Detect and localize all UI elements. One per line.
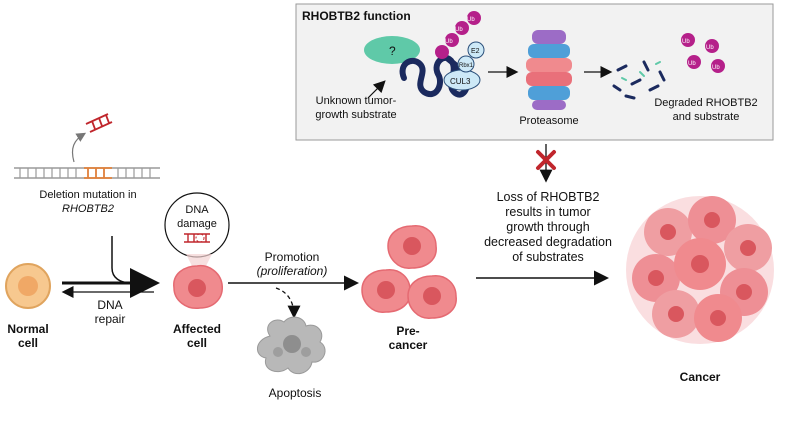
deleted-dna-fragment — [85, 113, 113, 133]
ub-label: Ub — [682, 39, 690, 45]
ub-label: Ub — [706, 45, 714, 51]
ub-label: Ub — [445, 39, 453, 45]
normal-cell-label: Normal cell — [7, 322, 49, 350]
cancer-label: Cancer — [679, 370, 721, 384]
panel-title: RHOBTB2 function — [302, 9, 411, 23]
ub-label: Ub — [467, 17, 475, 23]
pre-cancer-label: Pre- cancer — [388, 324, 428, 352]
normal-cell-nucleus — [18, 276, 38, 296]
mutation-input-arrow — [111, 236, 133, 284]
ubiquitin-chain — [435, 11, 481, 59]
ub-label: Ub — [712, 65, 720, 71]
apoptotic-fragment — [273, 347, 283, 357]
deletion-label: Deletion mutation in RHOBTB2 — [39, 189, 137, 215]
mutated-dna-segment — [84, 167, 112, 179]
free-ubiquitin — [681, 33, 725, 73]
degraded-label: Degraded RHOBTB2 and substrate — [654, 97, 758, 123]
substrate-pointer-arrow — [367, 80, 386, 99]
proteasome-label: Proteasome — [519, 115, 579, 127]
deletion-arrow — [71, 132, 87, 163]
e2-subunit — [467, 41, 485, 59]
substrate-label: Unknown tumor- growth substrate — [315, 95, 397, 121]
apoptotic-fragment — [283, 335, 301, 353]
apoptosis-arrow — [275, 287, 301, 319]
dna-repair-label: DNA repair — [94, 298, 126, 326]
affected-cell-label: Affected cell — [172, 322, 221, 350]
cancer-tumor — [626, 196, 774, 344]
unknown-substrate-shape — [364, 36, 420, 64]
apoptotic-fragment — [301, 347, 311, 357]
degraded-substrate-fragments — [621, 61, 661, 81]
rbx1-subunit — [457, 55, 475, 73]
cross-icon — [536, 150, 556, 170]
damage-bubble-tail — [186, 254, 212, 266]
dna-damage-label: DNA damage — [177, 204, 217, 230]
ub-label: Ub — [455, 27, 463, 33]
rbx1-label: Rbx1 — [459, 63, 474, 69]
dna-rungs — [19, 168, 151, 178]
dna-break-mark — [195, 233, 205, 243]
affected-cell-nucleus — [188, 279, 206, 297]
e2-label: E2 — [471, 48, 480, 55]
promotion-label: Promotion (proliferation) — [256, 250, 328, 278]
degraded-fragments — [612, 60, 666, 100]
damaged-dna-icon — [184, 233, 210, 243]
loss-explanation: Loss of RHOBTB2 results in tumor growth … — [484, 190, 612, 264]
apoptosis-label: Apoptosis — [268, 386, 322, 400]
pre-cancer-cells — [361, 225, 457, 319]
ub-label: Ub — [688, 61, 696, 67]
cul3-label: CUL3 — [450, 77, 471, 86]
proteasome-shape — [526, 30, 572, 110]
unknown-substrate-mark: ? — [389, 44, 396, 58]
